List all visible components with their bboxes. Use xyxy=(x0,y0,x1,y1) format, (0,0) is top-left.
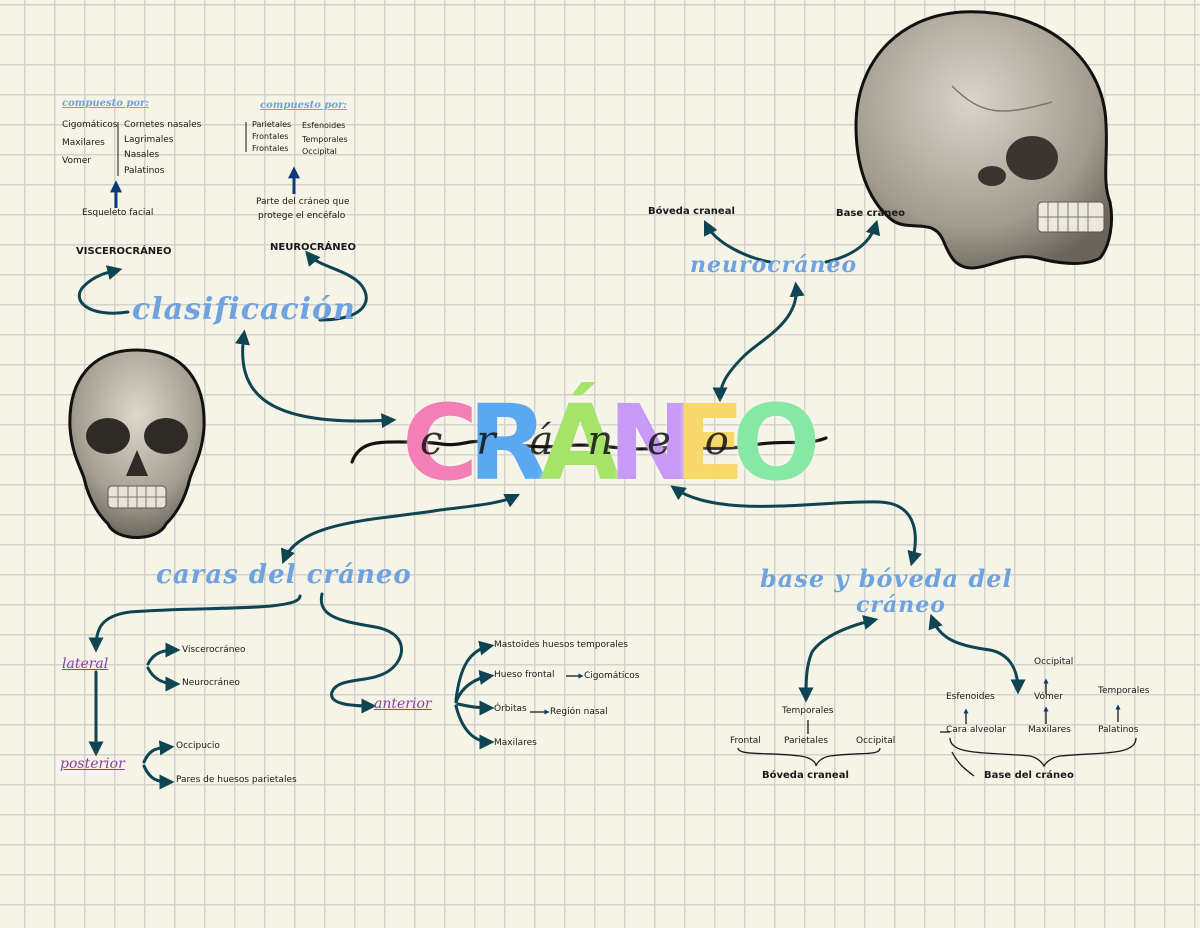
arrow-neurocraneo-craneo xyxy=(712,281,805,403)
neurocraneo-col2-0: Esfenoides xyxy=(302,121,346,130)
neurocraneo-col1-2: Frontales xyxy=(252,144,289,153)
viscerocraneo-composed-title: compuesto por: xyxy=(62,98,149,109)
anterior-item-0: Mastoides huesos temporales xyxy=(494,640,628,650)
arrow-caras-lateral xyxy=(88,594,302,653)
title-letter-o: O xyxy=(732,382,821,504)
base-bottom-0: Cara alveolar xyxy=(946,725,1006,735)
neurocraneo-label: NEUROCRÁNEO xyxy=(270,242,357,253)
arrow-anterior-orbitas xyxy=(456,700,495,716)
arrow-viscerocraneo-loop xyxy=(77,265,130,315)
posterior-label: posterior xyxy=(60,756,125,772)
arrow-anterior-mastoides xyxy=(454,640,495,702)
arrow-base-craneo xyxy=(670,485,922,567)
base-top-2: Temporales xyxy=(1098,686,1150,696)
boveda-top: Temporales xyxy=(782,706,834,716)
arrow-anterior-frontal xyxy=(454,670,495,704)
main-title: C R Á N E O xyxy=(402,378,820,508)
arrow-caras-craneo xyxy=(280,493,521,565)
viscerocraneo-col2-3: Palatinos xyxy=(124,166,165,176)
neurocraneo-col1-0: Parietales xyxy=(252,120,292,129)
base-boveda-heading-2: cráneo xyxy=(856,592,946,618)
viscerocraneo-col2-1: Lagrimales xyxy=(124,135,174,145)
lateral-label: lateral xyxy=(62,656,109,672)
lateral-item-1: Neurocráneo xyxy=(182,678,240,688)
arrow-base-boveda xyxy=(798,615,879,703)
arrow-posterior-parietales xyxy=(142,764,175,790)
title-letter-n: N xyxy=(608,382,696,504)
anterior-label: anterior xyxy=(374,696,432,712)
anterior-item-2: Órbitas xyxy=(494,704,527,714)
neurocraneo-col1-1: Frontales xyxy=(252,132,289,141)
title-cursive: cráneo xyxy=(420,418,763,464)
skull-front-image xyxy=(68,348,206,539)
cursive-stroke xyxy=(350,436,828,464)
arrow-neuro-base xyxy=(824,219,881,264)
title-letter-c: C xyxy=(402,382,479,504)
viscerocraneo-col2-2: Nasales xyxy=(124,150,160,160)
boveda-item-2: Occipital xyxy=(856,736,896,746)
posterior-item-1: Pares de huesos parietales xyxy=(176,775,297,785)
viscerocraneo-description: Esqueleto facial xyxy=(82,208,154,218)
skull-lateral-image xyxy=(854,10,1114,270)
arrow-caras-anterior xyxy=(319,592,403,714)
arrow-clasificacion-craneo xyxy=(235,329,397,429)
clasificacion-heading: clasificación xyxy=(132,292,356,327)
base-boveda-heading-1: base y bóveda del xyxy=(760,564,1013,593)
anterior-item-1: Hueso frontal xyxy=(494,670,555,680)
base-top-1: Vómer xyxy=(1034,692,1063,702)
arrow-neurocraneo-loop xyxy=(305,250,368,322)
arrow-anterior-maxilares xyxy=(454,704,495,750)
viscerocraneo-col1-1: Maxilares xyxy=(62,138,105,148)
base-bottom-2: Palatinos xyxy=(1098,725,1139,735)
neurocraneo-description-1: Parte del cráneo que xyxy=(256,197,350,207)
arrow-base-basecraneo xyxy=(928,613,1026,695)
viscerocraneo-col2-0: Cornetes nasales xyxy=(124,120,202,130)
anterior-target-0: Cigomáticos xyxy=(584,671,640,681)
boveda-item-0: Frontal xyxy=(730,736,761,746)
neurocraneo-col2-1: Temporales xyxy=(302,135,348,144)
boveda-item-1: Parietales xyxy=(784,736,829,746)
viscerocraneo-label: VISCEROCRÁNEO xyxy=(76,246,172,257)
title-letter-a: Á xyxy=(540,382,621,504)
boveda-label: Bóveda craneal xyxy=(762,770,849,781)
title-letter-e: E xyxy=(674,382,746,504)
arrow-neuro-boveda xyxy=(703,219,772,264)
base-bottom-1: Maxilares xyxy=(1028,725,1071,735)
neurocraneo-col2-2: Occipital xyxy=(302,147,337,156)
neurocraneo-right-heading: neurocráneo xyxy=(690,252,858,278)
base-label: Base del cráneo xyxy=(984,770,1074,781)
base-top-0: Esfenoides xyxy=(946,692,995,702)
arrow-posterior-occipucio xyxy=(142,740,175,764)
boveda-craneal-label: Bóveda craneal xyxy=(648,206,735,217)
caras-heading: caras del cráneo xyxy=(156,560,412,590)
viscerocraneo-col1-0: Cigomáticos xyxy=(62,120,118,130)
base-craneo-label: Base cráneo xyxy=(836,208,905,219)
neurocraneo-composed-title: compuesto por: xyxy=(260,100,347,111)
lateral-item-0: Viscerocráneo xyxy=(182,645,246,655)
base-top-top: Occipital xyxy=(1034,657,1074,667)
posterior-item-0: Occipucio xyxy=(176,741,220,751)
title-letter-r: R xyxy=(468,382,549,504)
anterior-target-1: Región nasal xyxy=(550,707,608,717)
neurocraneo-description-2: protege el encéfalo xyxy=(258,211,346,221)
arrow-lateral-neuro xyxy=(146,666,181,692)
arrow-lateral-visceral xyxy=(146,642,181,666)
viscerocraneo-col1-2: Vomer xyxy=(62,156,91,166)
anterior-item-3: Maxilares xyxy=(494,738,537,748)
